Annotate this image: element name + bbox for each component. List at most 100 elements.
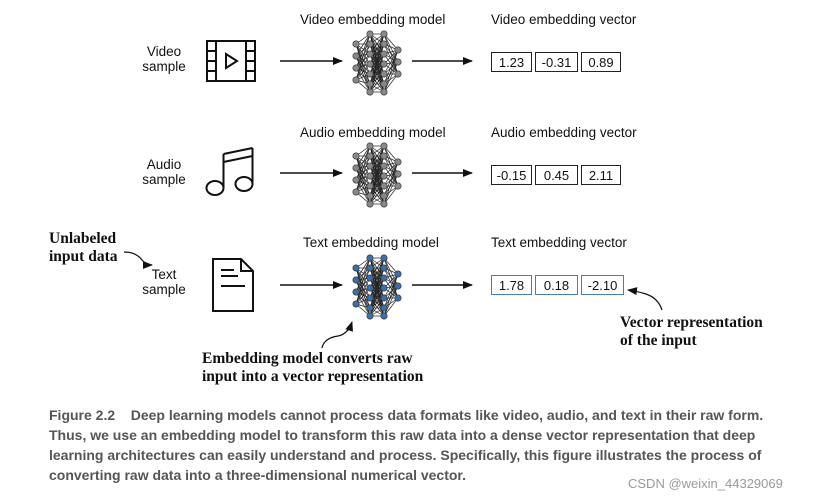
vector-cell: 2.11: [581, 165, 621, 185]
audio-sample-label-line2: sample: [142, 172, 186, 187]
network-node: [366, 30, 374, 38]
text-vector-title: Text embedding vector: [491, 235, 627, 250]
network-node: [380, 274, 388, 282]
network-node: [352, 176, 360, 184]
network-node: [366, 192, 374, 200]
audio-vector-title: Audio embedding vector: [491, 125, 637, 140]
document-icon: [212, 258, 254, 312]
network-node: [380, 88, 388, 96]
network-node: [394, 182, 402, 190]
network-node: [394, 158, 402, 166]
network-node: [352, 64, 360, 72]
unlabeled-input-annotation: Unlabeled input data: [49, 230, 118, 266]
network-node: [394, 294, 402, 302]
vector-note-line1: Vector representation: [620, 314, 763, 331]
unlabeled-curved-arrow: [123, 251, 153, 269]
network-node: [366, 254, 374, 262]
unlabeled-line2: input data: [49, 248, 118, 265]
network-node: [352, 288, 360, 296]
vector-cell: 1.23: [491, 52, 532, 72]
network-node: [366, 182, 374, 190]
network-node: [394, 170, 402, 178]
network-node: [352, 276, 360, 284]
network-node: [380, 254, 388, 262]
vector-cell: -2.10: [581, 275, 624, 295]
network-node: [366, 294, 374, 302]
model-note-line2: input into a vector representation: [202, 368, 424, 385]
network-node: [380, 142, 388, 150]
text-sample-label: Text sample: [128, 267, 200, 297]
text-neural-network-icon: [352, 254, 402, 320]
caption-text: Deep learning models cannot process data…: [49, 407, 764, 483]
video-vector: 1.23 -0.31 0.89: [491, 52, 621, 72]
network-node: [380, 264, 388, 272]
network-node: [366, 70, 374, 78]
network-node: [380, 192, 388, 200]
vector-note-annotation: Vector representation of the input: [620, 314, 763, 350]
network-node: [366, 88, 374, 96]
network-node: [380, 182, 388, 190]
network-node: [366, 304, 374, 312]
network-node: [366, 284, 374, 292]
network-node: [380, 50, 388, 58]
figure-caption: Figure 2.2 Deep learning models cannot p…: [49, 405, 789, 485]
text-input-arrow: [280, 281, 343, 289]
network-node: [394, 270, 402, 278]
audio-model-title: Audio embedding model: [300, 125, 446, 140]
vector-note-line2: of the input: [620, 332, 697, 349]
vector-cell: -0.15: [491, 165, 532, 185]
network-node: [352, 40, 360, 48]
vector-cell: -0.31: [535, 52, 578, 72]
unlabeled-line1: Unlabeled: [49, 230, 117, 247]
text-output-arrow: [412, 281, 473, 289]
model-note-annotation: Embedding model converts raw input into …: [202, 350, 423, 386]
network-node: [352, 300, 360, 308]
network-node: [380, 60, 388, 68]
figure-number: Figure 2.2: [49, 407, 116, 423]
video-input-arrow: [280, 57, 343, 65]
network-node: [366, 200, 374, 208]
vector-cell: 0.18: [535, 275, 578, 295]
vector-cell: 1.78: [491, 275, 532, 295]
network-node: [352, 164, 360, 172]
video-sample-label: Video sample: [128, 44, 200, 74]
network-node: [366, 172, 374, 180]
video-sample-label-line1: Video: [146, 44, 182, 59]
network-node: [380, 162, 388, 170]
vector-cell: 0.89: [581, 52, 621, 72]
network-node: [366, 162, 374, 170]
network-node: [380, 304, 388, 312]
network-node: [380, 40, 388, 48]
text-sample-label-line1: Text: [151, 267, 177, 282]
network-node: [352, 52, 360, 60]
video-sample-label-line2: sample: [142, 59, 186, 74]
network-node: [394, 70, 402, 78]
network-node: [394, 282, 402, 290]
text-sample-label-line2: sample: [142, 282, 186, 297]
network-node: [380, 30, 388, 38]
network-node: [366, 40, 374, 48]
network-node: [380, 80, 388, 88]
network-node: [394, 46, 402, 54]
network-node: [380, 152, 388, 160]
network-node: [380, 200, 388, 208]
audio-sample-label-line1: Audio: [146, 157, 182, 172]
video-output-arrow: [412, 57, 473, 65]
network-node: [366, 60, 374, 68]
audio-sample-label: Audio sample: [128, 157, 200, 187]
network-node: [380, 312, 388, 320]
network-node: [366, 274, 374, 282]
network-node: [380, 294, 388, 302]
network-node: [380, 172, 388, 180]
network-node: [352, 152, 360, 160]
network-node: [352, 264, 360, 272]
audio-output-arrow: [412, 169, 473, 177]
watermark: CSDN @weixin_44329069: [628, 476, 783, 491]
network-node: [366, 80, 374, 88]
audio-vector: -0.15 0.45 2.11: [491, 165, 621, 185]
model-note-line1: Embedding model converts raw: [202, 350, 413, 367]
text-vector: 1.78 0.18 -2.10: [491, 275, 624, 295]
network-node: [352, 188, 360, 196]
video-model-title: Video embedding model: [300, 12, 446, 27]
network-node: [352, 76, 360, 84]
